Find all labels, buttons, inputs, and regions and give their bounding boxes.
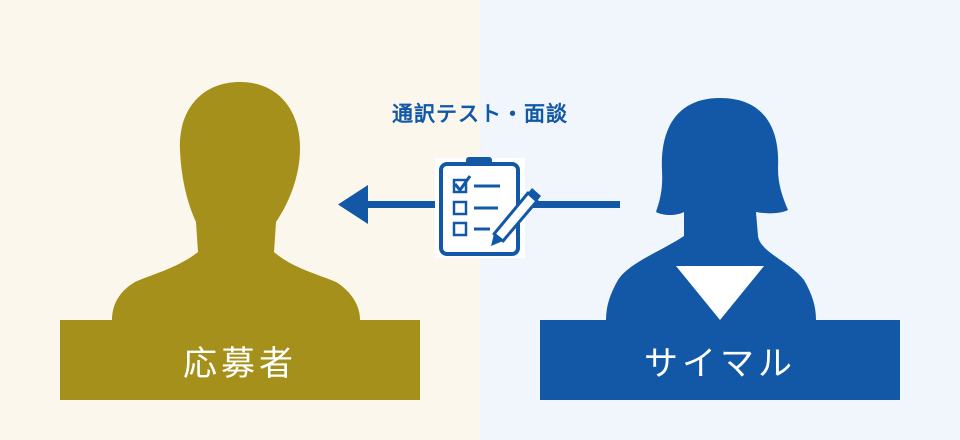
applicant-label: 応募者 xyxy=(183,343,297,384)
simul-label: サイマル xyxy=(644,343,796,384)
process-caption: 通訳テスト・面談 xyxy=(392,102,568,126)
pen-icon xyxy=(491,188,541,246)
simul-silhouette-icon xyxy=(606,98,816,320)
simul-label-box: サイマル xyxy=(540,320,900,400)
applicant-silhouette-icon xyxy=(112,82,360,320)
applicant-label-box: 応募者 xyxy=(60,320,420,400)
clipboard-checklist-icon xyxy=(435,157,541,258)
